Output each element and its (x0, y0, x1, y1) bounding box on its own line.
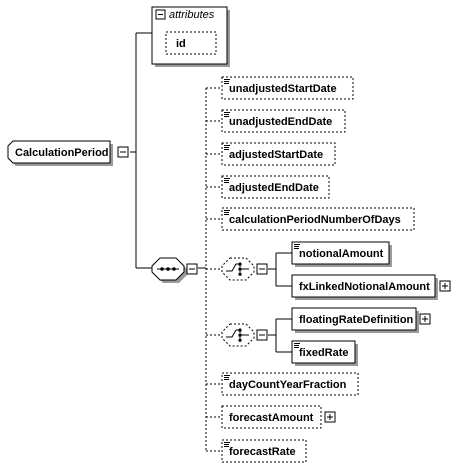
element-fixed-rate[interactable]: fixedRate (291, 340, 358, 366)
element-day-count-year-fraction[interactable]: dayCountYearFraction (221, 372, 359, 396)
element-forecast-amount[interactable]: forecastAmount (221, 405, 336, 429)
element-fx-linked-notional-amount[interactable]: fxLinkedNotionalAmount (291, 274, 451, 300)
element-forecast-rate[interactable]: forecastRate (221, 439, 307, 463)
element-label: fxLinkedNotionalAmount (299, 281, 430, 293)
element-unadjusted-end-date[interactable]: unadjustedEndDate (221, 109, 346, 133)
connector-lines (130, 32, 292, 452)
choice-compositor-2[interactable] (221, 323, 268, 347)
element-calculation-period-number-of-days[interactable]: calculationPeriodNumberOfDays (221, 207, 415, 231)
simple-content-icon (294, 244, 300, 249)
simple-content-icon (224, 112, 230, 117)
element-unadjusted-start-date[interactable]: unadjustedStartDate (221, 76, 354, 100)
element-floating-rate-definition[interactable]: floatingRateDefinition (291, 307, 431, 333)
element-label: dayCountYearFraction (229, 379, 347, 391)
attributes-group: attributes id (151, 6, 230, 67)
root-element[interactable]: CalculationPeriod (7, 140, 129, 166)
expand-icon[interactable] (324, 411, 336, 423)
attributes-collapse-toggle[interactable] (155, 9, 166, 20)
attribute-id-label: id (176, 38, 186, 50)
choice-compositor-1[interactable] (221, 257, 268, 281)
element-notional-amount[interactable]: notionalAmount (291, 241, 392, 267)
sequence-compositor[interactable] (151, 257, 198, 283)
simple-content-icon (224, 442, 230, 447)
element-label: forecastAmount (229, 412, 314, 424)
element-label: unadjustedEndDate (229, 116, 332, 128)
element-label: calculationPeriodNumberOfDays (229, 214, 401, 226)
element-label: forecastRate (229, 446, 296, 458)
simple-content-icon (294, 343, 300, 348)
expand-icon[interactable] (439, 280, 451, 292)
element-label: unadjustedStartDate (229, 83, 337, 95)
element-label: fixedRate (299, 347, 349, 359)
simple-content-icon (224, 178, 230, 183)
element-label: adjustedEndDate (229, 182, 319, 194)
choice-2-collapse-toggle[interactable] (256, 329, 268, 341)
simple-content-icon (224, 145, 230, 150)
simple-content-icon (224, 375, 230, 380)
element-label: adjustedStartDate (229, 149, 323, 161)
element-label: notionalAmount (299, 248, 384, 260)
expand-icon[interactable] (419, 313, 431, 325)
element-adjusted-end-date[interactable]: adjustedEndDate (221, 175, 330, 199)
attribute-id[interactable]: id (165, 31, 217, 55)
element-label: floatingRateDefinition (299, 314, 414, 326)
element-adjusted-start-date[interactable]: adjustedStartDate (221, 142, 336, 166)
simple-content-icon (224, 210, 230, 215)
sequence-collapse-toggle[interactable] (186, 263, 198, 275)
root-collapse-toggle[interactable] (117, 146, 129, 158)
choice-1-collapse-toggle[interactable] (256, 263, 268, 275)
simple-content-icon (224, 79, 230, 84)
attributes-title: attributes (169, 9, 215, 21)
root-element-label: CalculationPeriod (15, 147, 109, 159)
